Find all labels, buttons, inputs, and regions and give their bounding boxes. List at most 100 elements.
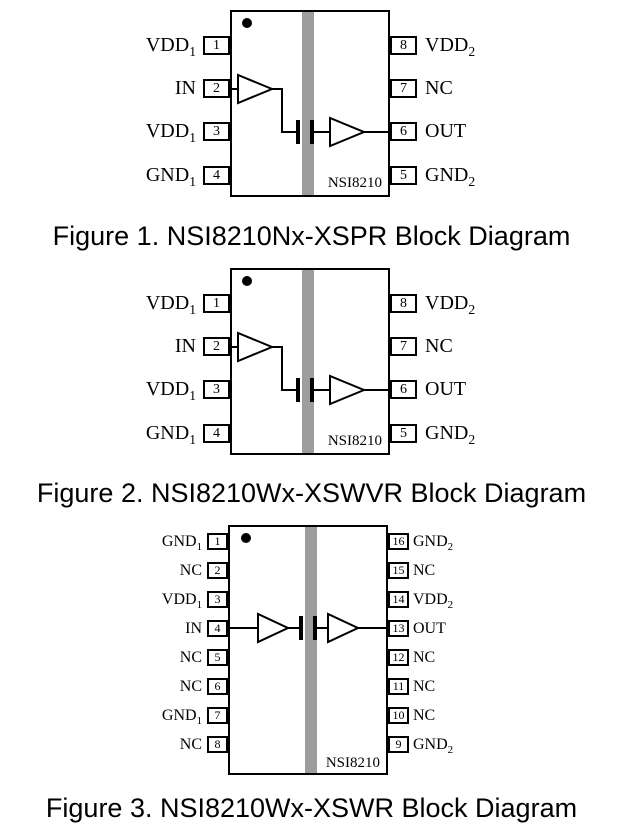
- pin-label-subscript: 1: [189, 174, 196, 189]
- pin-label-subscript: 1: [189, 130, 196, 145]
- output-buffer-triangle: [327, 612, 361, 644]
- pin-number-box: 6: [207, 678, 228, 695]
- chip-body: NSI8210: [230, 10, 390, 197]
- pin-label-text: NC: [179, 678, 202, 695]
- figure-caption: Figure 1. NSI8210Nx-XSPR Block Diagram: [52, 221, 571, 251]
- pin-label: NC: [413, 678, 573, 695]
- pin-label: GND2: [413, 736, 573, 756]
- pin-number-box: 7: [207, 707, 228, 724]
- pin-label: NC: [425, 335, 585, 357]
- pin-number-box: 2: [203, 79, 230, 98]
- pin-number-box: 12: [388, 649, 409, 666]
- pin-label-text: VDD: [145, 120, 190, 142]
- pin-label: NC: [40, 678, 202, 695]
- pin-label-text: VDD: [145, 292, 190, 314]
- pin-number-box: 8: [390, 36, 417, 55]
- pin-label: GND1: [40, 164, 196, 188]
- chip-part-number: NSI8210: [325, 755, 380, 771]
- pin-number-box: 11: [388, 678, 409, 695]
- pin-label: IN: [40, 78, 196, 98]
- pin-label: VDD2: [425, 293, 585, 316]
- pin-label-text: NC: [413, 707, 436, 724]
- pin-label-text: VDD: [425, 34, 469, 56]
- pin-label-subscript: 2: [468, 302, 476, 317]
- pin-label-text: NC: [179, 649, 202, 666]
- pin-number-box: 8: [207, 736, 228, 753]
- chip-part-number: NSI8210: [327, 175, 382, 191]
- pin-label: GND1: [40, 533, 202, 553]
- pin-label-text: VDD: [161, 591, 197, 608]
- pin-label-subscript: 1: [189, 44, 196, 59]
- pin-number-box: 3: [203, 380, 230, 399]
- pin-label-subscript: 1: [196, 715, 202, 728]
- pin-label: NC: [40, 736, 202, 753]
- chip-internal-diagram: [230, 527, 386, 773]
- pin-label: VDD2: [425, 34, 585, 58]
- pin-label-text: NC: [413, 649, 436, 666]
- pin-label: IN: [40, 336, 196, 356]
- pin-label: VDD2: [413, 591, 573, 611]
- pin-number-box: 5: [390, 424, 417, 443]
- pin-number-box: 8: [390, 294, 417, 313]
- pin-number-box: 7: [390, 79, 417, 98]
- pin-label: NC: [40, 649, 202, 666]
- pin-label: VDD1: [40, 35, 196, 58]
- pin-label: NC: [413, 707, 573, 724]
- pin1-marker-dot: [242, 18, 252, 28]
- figure-caption: Figure 3. NSI8210Wx-XSWR Block Diagram: [45, 793, 578, 823]
- pin-label: NC: [413, 649, 573, 666]
- pin-label: VDD1: [40, 591, 202, 611]
- pin-number-box: 1: [207, 533, 228, 550]
- pin-label-text: NC: [425, 335, 453, 357]
- pin-label-text: NC: [413, 678, 436, 695]
- pin-label-text: GND: [161, 707, 197, 724]
- pin-label-text: GND: [145, 164, 190, 186]
- pin-label: VDD1: [40, 292, 196, 316]
- pin-label: IN: [40, 620, 202, 637]
- pin-label-text: IN: [185, 620, 202, 637]
- pin-number-box: 2: [203, 337, 230, 356]
- pin-number-box: 1: [203, 294, 230, 313]
- pin-label-subscript: 1: [189, 432, 196, 447]
- pin-label-subscript: 1: [189, 388, 196, 403]
- pin-label-subscript: 1: [189, 302, 196, 317]
- pin-label: GND1: [40, 422, 196, 446]
- pin-label: GND2: [413, 533, 573, 553]
- pin-label-text: NC: [179, 562, 202, 579]
- isolation-barrier: [302, 270, 314, 453]
- pin-number-box: 6: [390, 122, 417, 141]
- chip-body: NSI8210: [228, 525, 388, 775]
- pin-label: VDD1: [40, 378, 196, 402]
- pin-number-box: 5: [207, 649, 228, 666]
- input-buffer-triangle: [237, 331, 275, 363]
- pin-label-subscript: 2: [468, 174, 476, 189]
- output-buffer-triangle: [329, 116, 367, 148]
- isolation-barrier: [305, 527, 317, 773]
- chip-body: NSI8210: [230, 268, 390, 455]
- pin-label-text: GND: [145, 422, 190, 444]
- pin-number-box: 6: [390, 380, 417, 399]
- pin-number-box: 4: [203, 166, 230, 185]
- pin-label: GND1: [40, 707, 202, 728]
- pin1-marker-dot: [242, 276, 252, 286]
- pin-number-box: 3: [207, 591, 228, 608]
- chip-part-number: NSI8210: [327, 433, 382, 449]
- pin-label-subscript: 2: [468, 44, 476, 59]
- pin-number-box: 7: [390, 337, 417, 356]
- pin-label: VDD1: [40, 120, 196, 144]
- pin-label: OUT: [425, 379, 585, 399]
- pin-number-box: 4: [203, 424, 230, 443]
- pin-number-box: 2: [207, 562, 228, 579]
- pin-number-box: 9: [388, 736, 409, 753]
- pin-label-text: NC: [413, 562, 436, 579]
- pin-label-text: VDD: [145, 378, 190, 400]
- pin-number-box: 13: [388, 620, 409, 637]
- pin-label-text: VDD: [413, 591, 448, 608]
- wire: [272, 88, 298, 133]
- pin-label: NC: [425, 78, 585, 98]
- pin-number-box: 4: [207, 620, 228, 637]
- pin1-marker-dot: [241, 533, 251, 543]
- pin-label-text: GND: [413, 533, 448, 550]
- input-buffer-triangle: [257, 612, 291, 644]
